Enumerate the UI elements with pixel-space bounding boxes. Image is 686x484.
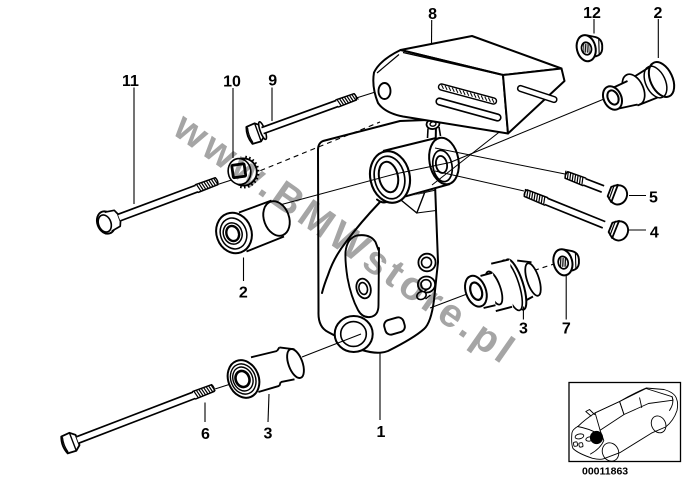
svg-text:6: 6 [201, 426, 210, 443]
svg-text:2: 2 [654, 5, 663, 22]
svg-text:7: 7 [562, 320, 571, 337]
svg-text:3: 3 [264, 426, 273, 443]
svg-text:3: 3 [519, 320, 528, 337]
svg-text:11: 11 [122, 73, 139, 90]
svg-text:8: 8 [428, 6, 437, 23]
svg-text:10: 10 [223, 73, 241, 90]
svg-text:12: 12 [583, 5, 601, 22]
svg-text:2: 2 [239, 285, 248, 302]
svg-text:5: 5 [649, 189, 658, 206]
svg-text:1: 1 [377, 424, 386, 441]
svg-text:00011863: 00011863 [582, 466, 628, 478]
svg-text:9: 9 [268, 72, 277, 89]
svg-text:4: 4 [650, 224, 659, 241]
